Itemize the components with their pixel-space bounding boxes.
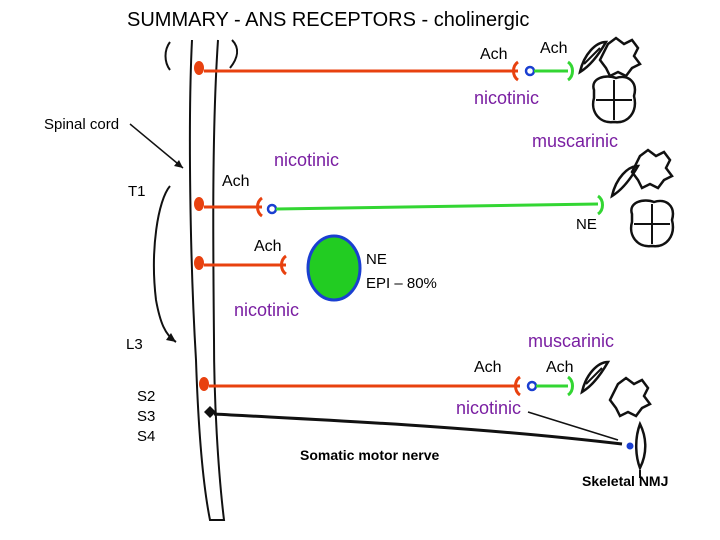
top-heart-icon [591, 75, 637, 124]
symp-gland-icon [630, 148, 674, 190]
adrenal-epi-label: EPI – 80% [366, 275, 437, 292]
spinal-cord-label: Spinal cord [44, 116, 119, 133]
top-smooth-muscle-line [583, 47, 601, 65]
bottom-ach-pre-label: Ach [474, 359, 502, 376]
top-nicotinic-receptor [524, 65, 536, 77]
symp-post-terminal [597, 194, 604, 216]
nmj-nicotinic-receptor [626, 442, 634, 450]
symp-postganglionic-fiber [275, 202, 599, 211]
skeletal-muscle-icon [635, 420, 647, 472]
top-smooth-muscle-icon [578, 40, 609, 75]
bottom-nicotinic-label: nicotinic [456, 398, 521, 418]
adrenal-nicotinic-label: nicotinic [234, 300, 299, 320]
adrenal-ne-label: NE [366, 251, 387, 268]
somatic-neuron-body [204, 406, 216, 418]
brain-bracket-left [164, 41, 171, 71]
symp-nicotinic-label: nicotinic [274, 150, 339, 170]
brace-arrowhead [166, 333, 176, 342]
bottom-smooth-muscle-line [585, 367, 603, 385]
symp-heart-icon [629, 199, 675, 248]
skeletal-nmj-label: Skeletal NMJ [582, 473, 668, 489]
spinal-cord-arrow [129, 123, 184, 169]
somatic-motor-nerve-label: Somatic motor nerve [300, 447, 439, 463]
adrenal-pre-neuron-body [194, 256, 204, 270]
s3-label: S3 [137, 408, 155, 425]
top-nicotinic-label: nicotinic [474, 88, 539, 108]
somatic-motor-fiber [213, 412, 623, 446]
top-gland-icon [598, 36, 642, 78]
adrenal-ach-label: Ach [254, 238, 282, 255]
bottom-pre-terminal [514, 375, 521, 397]
l3-label: L3 [126, 336, 143, 353]
nmj-nicotinic-pointer [527, 411, 619, 441]
top-muscarinic-label: muscarinic [532, 131, 618, 151]
diagram-title: SUMMARY - ANS RECEPTORS - cholinergic [127, 9, 529, 31]
s4-label: S4 [137, 428, 155, 445]
symp-nicotinic-receptor [266, 203, 278, 215]
bottom-smooth-muscle-icon [580, 360, 611, 395]
bottom-ach-post-label: Ach [546, 359, 574, 376]
top-ach-post-label: Ach [540, 40, 568, 57]
symp-pre-terminal [256, 196, 263, 218]
brain-bracket-right [229, 39, 238, 69]
thoracolumbar-brace [153, 185, 177, 343]
top-pre-terminal [512, 60, 519, 82]
bottom-gland-icon [608, 376, 652, 418]
bottom-muscarinic-label: muscarinic [528, 331, 614, 351]
adrenal-pre-terminal [280, 254, 287, 276]
top-ach-pre-label: Ach [480, 46, 508, 63]
symp-ne-label: NE [576, 216, 597, 233]
top-post-terminal [567, 60, 574, 82]
spinal-cord-arrowhead [174, 160, 183, 168]
top-pre-neuron-body [194, 61, 204, 75]
symp-ach-label: Ach [222, 173, 250, 190]
bottom-post-terminal [567, 375, 574, 397]
spinal-cord [188, 39, 226, 521]
t1-label: T1 [128, 183, 146, 200]
adrenal-medulla [306, 234, 362, 302]
bottom-pre-neuron-body [199, 377, 209, 391]
bottom-nicotinic-receptor [526, 380, 538, 392]
s2-label: S2 [137, 388, 155, 405]
symp-smooth-muscle-icon [610, 164, 641, 199]
symp-pre-neuron-body [194, 197, 204, 211]
